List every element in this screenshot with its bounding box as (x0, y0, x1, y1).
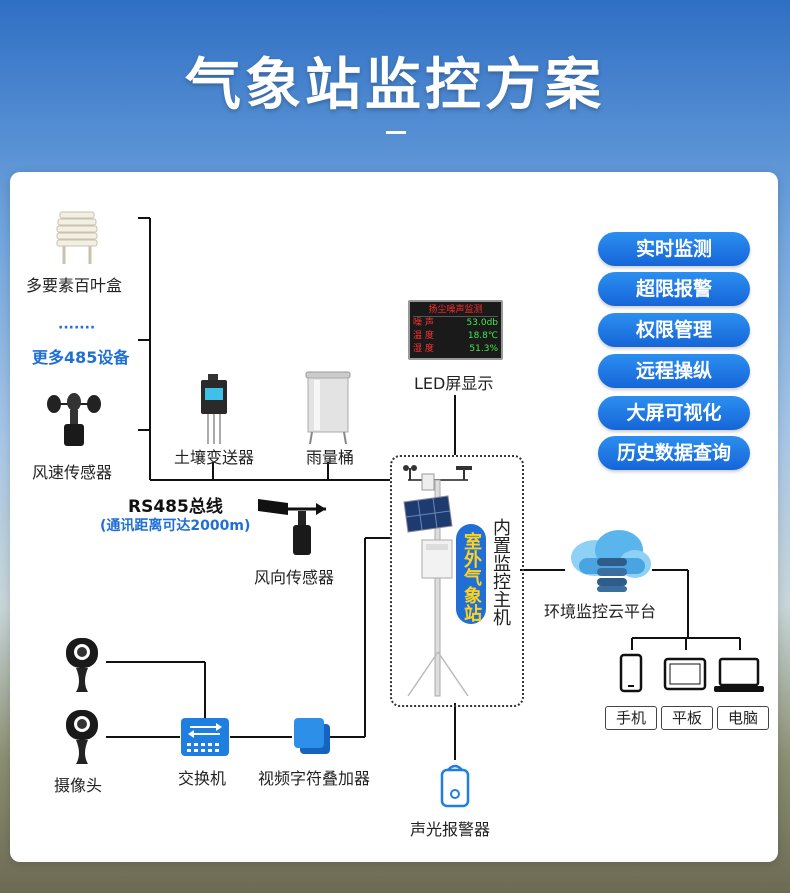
monitoring-host-label: 内置监控主机 (490, 518, 511, 626)
outdoor-station-label: 室外气象站 (456, 524, 486, 624)
soil-transmitter-icon (201, 374, 227, 444)
led-label: LED屏显示 (414, 374, 494, 393)
wind-direction-sensor-icon (258, 499, 326, 555)
camera-icon (66, 638, 98, 692)
camera-label: 摄像头 (54, 776, 103, 795)
more-devices-dots: ······· (58, 320, 96, 336)
weather-station-box (390, 455, 524, 707)
led-header: 扬尘噪声监测 (413, 304, 498, 317)
page-title: 气象站监控方案 (185, 53, 605, 118)
feature-permission-management: 权限管理 (598, 313, 750, 347)
camera-icon (66, 710, 98, 764)
laptop-icon (714, 657, 764, 692)
rs485-bus-label: RS485总线 (128, 497, 223, 517)
feature-realtime-monitoring: 实时监测 (598, 232, 750, 266)
video-overlay-label: 视频字符叠加器 (258, 769, 371, 788)
network-switch-icon (181, 718, 229, 756)
feature-remote-control: 远程操纵 (598, 354, 750, 388)
wind-speed-sensor-icon (47, 393, 101, 446)
louver-box-label: 多要素百叶盒 (26, 276, 123, 295)
rain-gauge-icon (305, 371, 351, 445)
phone-icon (619, 653, 643, 693)
terminal-tag-phone: 手机 (605, 706, 657, 730)
video-overlay-icon (294, 718, 330, 754)
wind-speed-label: 风速传感器 (32, 463, 113, 482)
alarm-icon (440, 764, 470, 808)
more-devices-label: 更多485设备 (32, 348, 130, 367)
weather-station-icon (403, 465, 472, 697)
rs485-bus-note: (通讯距离可达2000m) (100, 518, 251, 534)
terminal-tag-computer: 电脑 (717, 706, 769, 730)
wind-direction-label: 风向传感器 (254, 568, 335, 587)
soil-label: 土壤变送器 (174, 448, 255, 467)
feature-big-screen: 大屏可视化 (598, 396, 750, 430)
louver-box-icon (56, 211, 98, 264)
feature-history-query: 历史数据查询 (598, 436, 750, 470)
rain-gauge-label: 雨量桶 (306, 448, 355, 467)
terminal-tag-tablet: 平板 (661, 706, 713, 730)
cloud-platform-icon (571, 530, 651, 592)
alarm-label: 声光报警器 (410, 820, 491, 839)
tablet-icon (663, 657, 707, 691)
title-divider (386, 131, 406, 134)
feature-overlimit-alarm: 超限报警 (598, 272, 750, 306)
switch-label: 交换机 (178, 769, 227, 788)
cloud-platform-label: 环境监控云平台 (544, 602, 657, 621)
